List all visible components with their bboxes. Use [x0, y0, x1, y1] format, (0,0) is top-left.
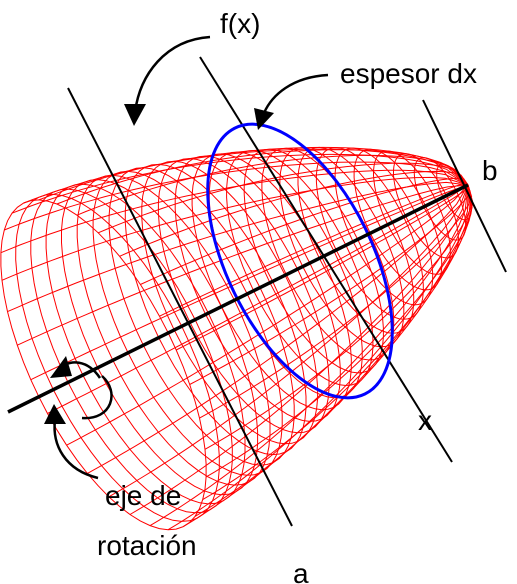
mesh-line [199, 184, 473, 419]
arrow-fx-curve [133, 35, 211, 113]
mesh-line [140, 177, 469, 285]
mesh-line [108, 184, 469, 498]
label-b: b [482, 155, 498, 186]
mesh-line [38, 146, 469, 201]
rotation-arrow-lower [81, 375, 113, 420]
mesh-line [7, 181, 469, 313]
line-at-fx [199, 56, 453, 463]
arrow-axis-label-curve [53, 419, 99, 480]
line-at-a [67, 87, 293, 527]
mesh-line [129, 184, 469, 515]
mesh-line [56, 149, 469, 205]
mesh-line [159, 182, 469, 317]
label-axis-line1: eje de [105, 480, 181, 511]
mesh-line [149, 184, 469, 527]
rotation-axis [7, 183, 469, 414]
mesh-line [183, 184, 471, 528]
mesh-line [87, 184, 469, 474]
mesh-line [98, 162, 469, 234]
mesh-line [11, 153, 469, 214]
label-thickness: espesor dx [340, 58, 477, 89]
mesh-line [175, 184, 470, 351]
mesh-line [23, 148, 469, 204]
arrow-thickness-head [254, 108, 274, 130]
mesh-line [0, 169, 469, 254]
rotation-arrow-upper-head [50, 356, 72, 378]
label-x: x [418, 405, 432, 436]
mesh-line [194, 184, 472, 517]
arrow-fx-head [124, 104, 146, 126]
mesh-line [167, 184, 469, 531]
mesh-line [4, 161, 469, 231]
disk-dx [206, 122, 394, 400]
mesh-line [189, 184, 471, 385]
mesh-line [205, 184, 474, 478]
label-axis-line2: rotación [97, 530, 197, 561]
mesh-line [119, 170, 469, 257]
arrow-axis-label-head [44, 404, 66, 424]
wireframe-surface [0, 146, 474, 531]
label-fx: f(x) [220, 8, 260, 39]
mesh-line [204, 184, 473, 450]
mesh-line [202, 184, 473, 501]
arrow-thickness-curve [262, 73, 329, 114]
label-a: a [293, 558, 309, 584]
